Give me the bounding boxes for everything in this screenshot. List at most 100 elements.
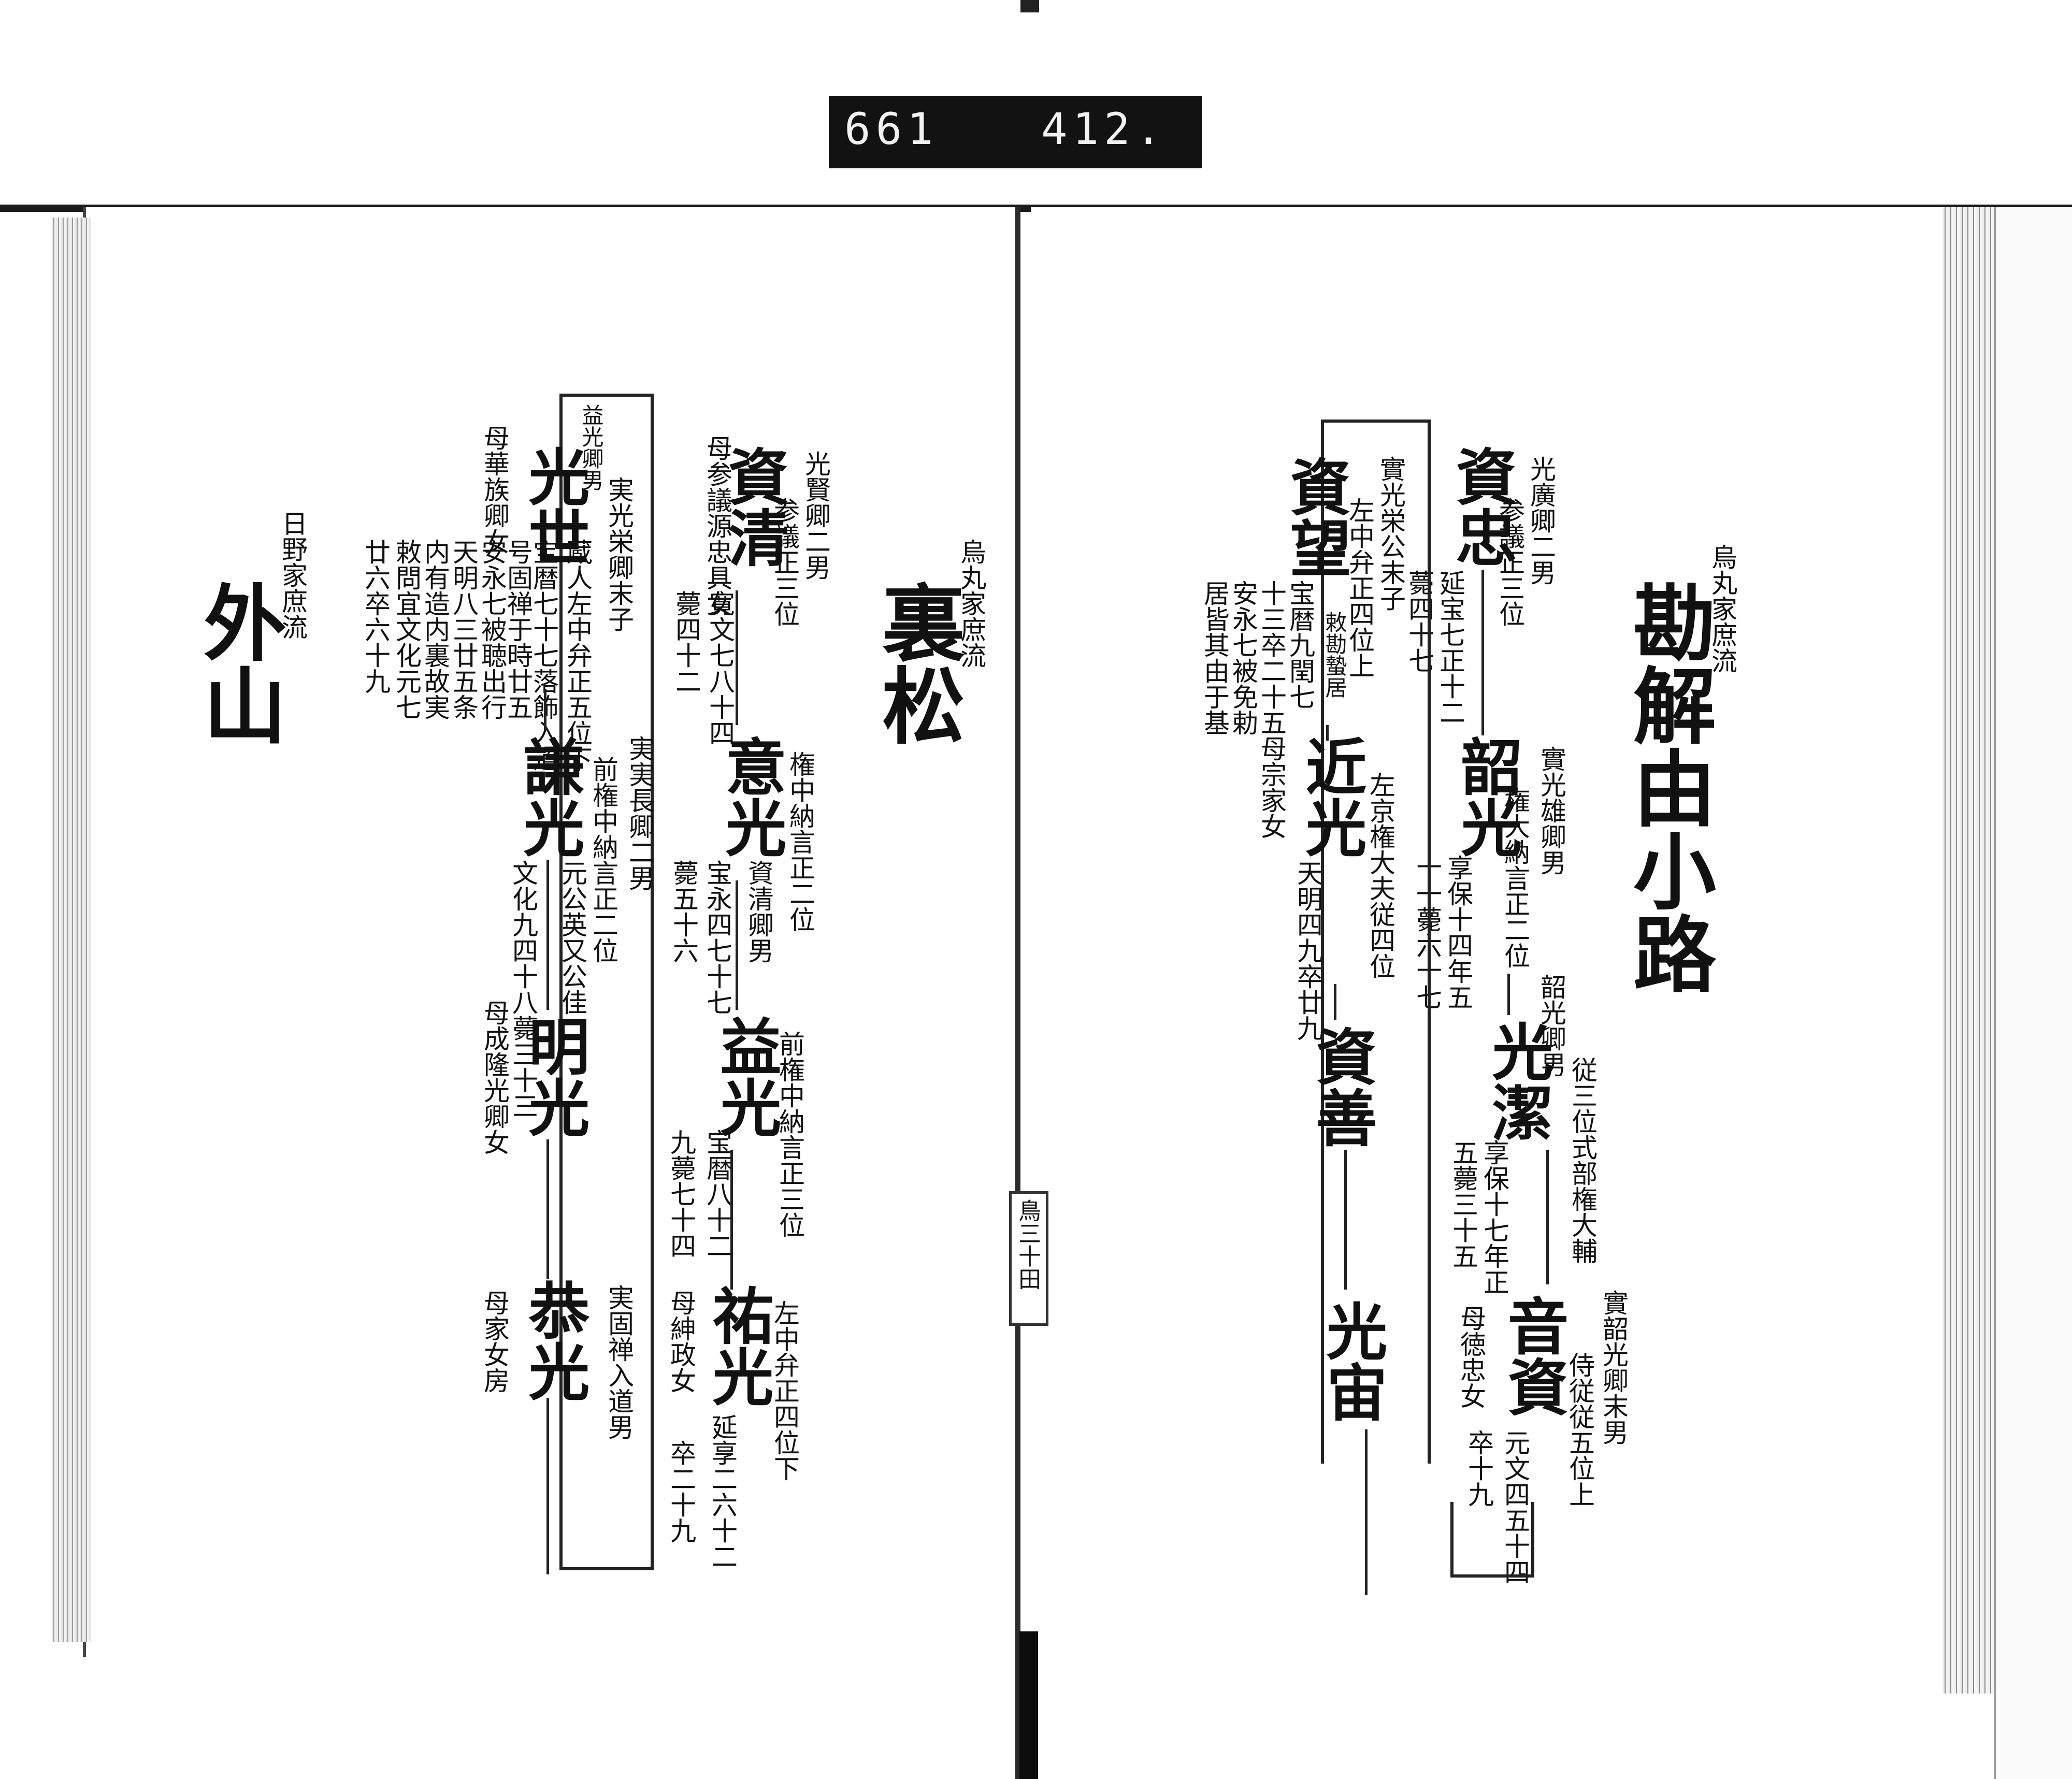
mitsuyo-name: 光世 xyxy=(518,445,590,568)
line-kenmitsu-akimitsu xyxy=(546,860,549,1010)
right-margin xyxy=(1994,207,2072,1779)
line-masumitsu-sukemitsu xyxy=(730,1150,733,1290)
mitsuyo-note: 益光卿男 xyxy=(579,404,604,491)
sukemochi-d1: 宝暦九閏七 xyxy=(1285,580,1315,710)
film-label: 661 412. xyxy=(834,104,1197,161)
masumitsu-death: 九薨七十四 xyxy=(666,1129,696,1259)
kyomitsu-name: 恭光 xyxy=(518,1279,590,1401)
chikamitsu-rank: 左京権大夫従四位 xyxy=(1365,772,1395,979)
left-page-edges xyxy=(52,218,91,1642)
kadenokoji-lineage: 烏丸家庶流 xyxy=(1707,544,1737,673)
mitsumitsu-death: 薨五十六 xyxy=(669,860,699,963)
mitsumitsu-dates: 宝永四七十七 xyxy=(702,860,732,1015)
toyama-title: 外山 xyxy=(190,580,287,746)
chikamitsu-name: 近光 xyxy=(1295,735,1367,858)
sukekiyo-mother: 母参議源忠具女 xyxy=(702,435,732,616)
line-kyomitsu-end xyxy=(546,1398,549,1574)
line-sukemochi-chikamitsu xyxy=(1326,725,1329,741)
mitsuyo-d2: 号固禅于時廿五 xyxy=(503,539,533,720)
suketada-parent: 光廣卿二男 xyxy=(1526,456,1556,585)
mitsuyo-d3: 安永七被聴出行 xyxy=(477,539,507,720)
sukekiyo-name: 資清 xyxy=(717,445,789,568)
mitsumitsu-parent: 資清卿男 xyxy=(744,860,774,963)
adoption-bracket-left xyxy=(559,394,654,1570)
kenmitsu-rank: 前権中納言正二位 xyxy=(588,756,618,963)
sukemochi-adopt: 實光栄公末子 xyxy=(1376,456,1406,611)
suketada-name: 資忠 xyxy=(1445,445,1517,568)
mitsukiyo-rank: 従三位式部権大輔 xyxy=(1567,1057,1598,1264)
otosuke-dates: 元文四五十四 xyxy=(1500,1429,1530,1585)
top-registration-mark xyxy=(1020,0,1039,12)
sukemochi-d4: 居皆其由于基 xyxy=(1200,580,1230,735)
mitsumitsu-rank: 権中納言正二位 xyxy=(785,751,815,932)
sukemitsu-death: 卒二十九 xyxy=(666,1440,696,1543)
toyama-lineage: 日野家庶流 xyxy=(278,510,308,640)
mitsuyo-d6: 敕問宜文化元七 xyxy=(392,539,422,720)
sukemitsu-mother: 母紳政女 xyxy=(666,1290,696,1393)
uramatsu-lineage: 烏丸家庶流 xyxy=(956,539,986,668)
chikamitsu-dates: 天明四九卒廿九 xyxy=(1293,860,1323,1041)
suketomo-name: 資善 xyxy=(1305,1025,1377,1148)
akimitsu2-name: 韶光 xyxy=(1450,735,1522,858)
otosuke-parent: 實韶光卿末男 xyxy=(1599,1290,1629,1445)
line-mitsumitsu-masumitsu xyxy=(736,880,738,1010)
akimitsu-mother: 母成隆光卿女 xyxy=(480,1000,510,1155)
sukemochi-name: 資望 xyxy=(1279,456,1351,578)
uramatsu-title: 裏松 xyxy=(868,580,966,746)
mitsumitsu-name: 意光 xyxy=(715,735,787,858)
otosuke-rank: 侍従従五位上 xyxy=(1565,1352,1595,1507)
akimitsu-name: 明光 xyxy=(518,1015,590,1137)
suketada-rank: 参議正三位 xyxy=(1495,497,1525,627)
otosuke-death: 卒十九 xyxy=(1464,1429,1494,1507)
mitsuoki-name: 光宙 xyxy=(1316,1300,1388,1422)
mitsukiyo-name: 光潔 xyxy=(1481,1020,1553,1142)
kenmitsu-note: 元公英又公佳 xyxy=(557,860,587,1015)
fold-mark-text: 鳥三十田 xyxy=(1014,1199,1041,1290)
chikamitsu-mother: 母宗家女 xyxy=(1257,735,1287,839)
film-label-strip xyxy=(829,96,1202,168)
line-suketada-akimitsu xyxy=(1481,570,1484,735)
mitsukiyo-parent: 韶光卿男 xyxy=(1536,974,1566,1077)
sukemochi-rank: 左中弁正四位上 xyxy=(1345,497,1375,678)
mitsuyo-d5: 内有造内裏故実 xyxy=(420,539,450,720)
sukemitsu-dates: 延享二六十二 xyxy=(708,1414,738,1569)
mitsuyo-title: 蔵人左中弁正五位下 xyxy=(563,539,593,772)
sukemitsu-name: 祐光 xyxy=(702,1284,774,1407)
line-akimitsu2-mitsukiyo xyxy=(1507,974,1510,1015)
sukemochi-note: 敕勘蟄居 xyxy=(1322,611,1347,698)
kadenokoji-title: 勘解由小路 xyxy=(1619,580,1717,994)
kyomitsu-mother: 母家女房 xyxy=(480,1290,510,1393)
akimitsu2-rank: 権大納言正二位 xyxy=(1500,787,1530,968)
sukekiyo-parent: 光賢卿二男 xyxy=(801,451,831,580)
sukekiyo-death: 薨四十二 xyxy=(671,590,701,694)
sukemochi-d3: 安永七被免勅 xyxy=(1228,580,1258,735)
mitsuyo-d1: 宝暦七十七落飾入道 xyxy=(529,539,559,772)
book-spine xyxy=(1015,207,1020,1779)
akimitsu2-parent: 實光雄卿男 xyxy=(1536,746,1566,875)
mitsukiyo-death: 五薨三十五 xyxy=(1448,1139,1478,1269)
spine-bottom xyxy=(1019,1631,1038,1779)
film-label-right: 412. xyxy=(1041,104,1167,154)
left-page xyxy=(83,207,1018,1657)
mitsuyo-adopt: 実光栄卿末子 xyxy=(604,476,634,632)
line-akimitsu-kyomitsu xyxy=(546,1139,549,1279)
sukemochi-d2: 十三卒二十五 xyxy=(1257,580,1287,735)
akimitsu2-death: 十一薨六十七 xyxy=(1412,855,1442,1010)
adoption-bracket-right-foot xyxy=(1450,1502,1534,1578)
sukekiyo-rank: 参議正三位 xyxy=(770,497,800,627)
masumitsu-dates: 宝暦八十二 xyxy=(702,1129,732,1259)
kenmitsu-name: 謙光 xyxy=(513,735,585,858)
line-mitsukiyo-otosuke xyxy=(1546,1150,1549,1284)
mitsukiyo-dates: 享保十七年正 xyxy=(1479,1139,1509,1295)
right-page-edges xyxy=(1942,207,1994,1694)
adoption-bracket-right xyxy=(1321,420,1431,1464)
fold-mark: 鳥三十田 xyxy=(1009,1191,1048,1326)
masumitsu-rank: 前権中納言正三位 xyxy=(775,1031,805,1238)
sukemitsu-rank: 左中弁正四位下 xyxy=(770,1300,800,1481)
line-chikamitsu-suketomo xyxy=(1334,984,1336,1020)
kenmitsu-dates: 文化九四十八薨三十三 xyxy=(508,860,538,1119)
mitsuyo-d7: 廿六卒六十九 xyxy=(361,539,391,694)
masumitsu-name: 益光 xyxy=(710,1015,782,1137)
kenmitsu-adopt: 実実長卿二男 xyxy=(625,735,655,891)
sukekiyo-dates: 寛文七八十四 xyxy=(705,590,735,746)
